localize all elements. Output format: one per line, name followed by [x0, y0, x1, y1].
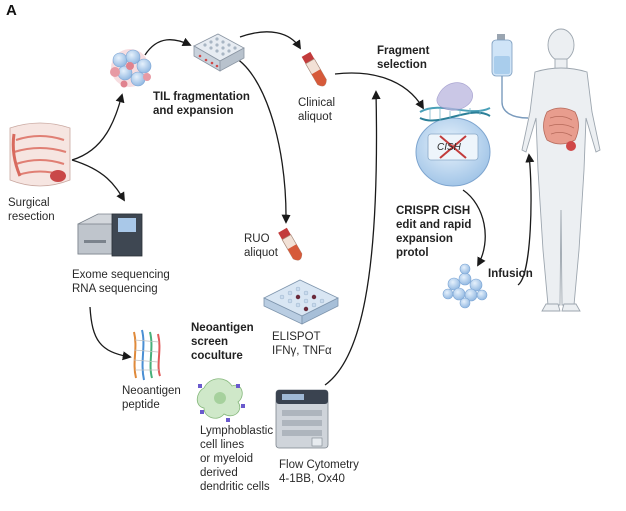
dendritic-cell-icon	[196, 378, 245, 422]
label-line: Flow Cytometry	[279, 459, 359, 471]
tissue-cluster-icon	[110, 49, 152, 88]
label-line: Surgical	[8, 197, 50, 209]
flow-cytometer-icon	[275, 389, 329, 449]
arrow-flow-to-selection	[324, 90, 381, 386]
arrow-resection-to-exome	[71, 159, 125, 202]
label-line: protol	[396, 247, 429, 259]
label-line: edit and rapid	[396, 219, 472, 231]
label-crispr-protocol: CRISPR CISH edit and rapid expansion pro…	[396, 204, 471, 260]
label-ruo-aliquot: RUO aliquot	[244, 232, 278, 260]
arrow-plate-to-ruo	[231, 55, 291, 224]
label-cish-tube: CISH	[437, 142, 461, 153]
label-neoantigen-screen: Neoantigen screen coculture	[191, 321, 254, 363]
label-line: dendritic cells	[200, 481, 270, 493]
label-line: Neoantigen	[191, 322, 254, 334]
label-line: RUO	[244, 233, 270, 245]
label-line: aliquot	[244, 247, 278, 259]
label-line: expansion	[396, 233, 453, 245]
crispr-bioreactor-icon	[415, 82, 491, 187]
label-clinical-aliquot: Clinical aliquot	[298, 96, 335, 124]
label-line: ELISPOT	[272, 331, 321, 343]
arrow-cells-to-patient	[517, 153, 535, 286]
label-line: or myeloid	[200, 453, 254, 465]
intestine-organ-icon	[543, 107, 579, 151]
label-line: coculture	[191, 350, 243, 362]
label-elispot: ELISPOT IFNγ, TNFα	[272, 330, 332, 358]
resected-intestine-icon	[9, 122, 71, 187]
label-line: Fragment	[377, 45, 430, 57]
label-line: screen	[191, 336, 229, 348]
label-line: aliquot	[298, 111, 332, 123]
label-line: selection	[377, 59, 427, 71]
label-line: peptide	[122, 399, 160, 411]
label-fragment-selection: Fragment selection	[377, 44, 429, 72]
label-line: 4-1BB, Ox40	[279, 473, 345, 485]
label-surgical-resection: Surgical resection	[8, 196, 55, 224]
iv-bag-icon	[491, 34, 529, 119]
arrow-clinical-to-crispr	[334, 72, 424, 110]
label-line: derived	[200, 467, 238, 479]
arrow-tissue-to-plate	[144, 37, 192, 56]
label-line: TIL fragmentation	[153, 91, 250, 103]
arrow-plate-to-clinical	[239, 31, 301, 50]
label-neoantigen-peptide: Neoantigen peptide	[122, 384, 181, 412]
label-line: RNA sequencing	[72, 283, 158, 295]
arrow-exome-to-dna	[89, 306, 132, 361]
sequencer-icon	[77, 213, 143, 257]
flow-arrows	[71, 31, 535, 386]
label-sequencing: Exome sequencing RNA sequencing	[72, 268, 170, 296]
label-line: Clinical	[298, 97, 336, 109]
label-line: resection	[8, 211, 55, 223]
label-line: CRISPR CISH	[396, 205, 471, 217]
clinical-tube-icon	[301, 51, 327, 87]
arrow-crispr-to-cells	[462, 189, 486, 267]
label-line: Exome sequencing	[72, 269, 170, 281]
label-line: and expansion	[153, 105, 234, 117]
label-line: Neoantigen	[122, 385, 181, 397]
label-lymphoblastic: Lymphoblastic cell lines or myeloid deri…	[200, 424, 273, 494]
well-plate-icon	[193, 33, 245, 72]
arrow-resection-to-til	[71, 93, 125, 161]
dna-strands-icon	[133, 329, 161, 381]
label-til-fragmentation: TIL fragmentation and expansion	[153, 90, 250, 118]
label-line: IFNγ, TNFα	[272, 345, 332, 357]
label-line: Lymphoblastic	[200, 425, 274, 437]
label-flow-cytometry: Flow Cytometry 4-1BB, Ox40	[279, 458, 359, 486]
expanded-cells-icon	[442, 263, 488, 309]
panel-letter: A	[6, 2, 17, 19]
label-line: cell lines	[200, 439, 245, 451]
ruo-tube-icon	[278, 227, 303, 261]
elispot-plate-icon	[263, 279, 339, 325]
label-infusion: Infusion	[488, 268, 533, 280]
patient-body-icon	[521, 28, 601, 312]
